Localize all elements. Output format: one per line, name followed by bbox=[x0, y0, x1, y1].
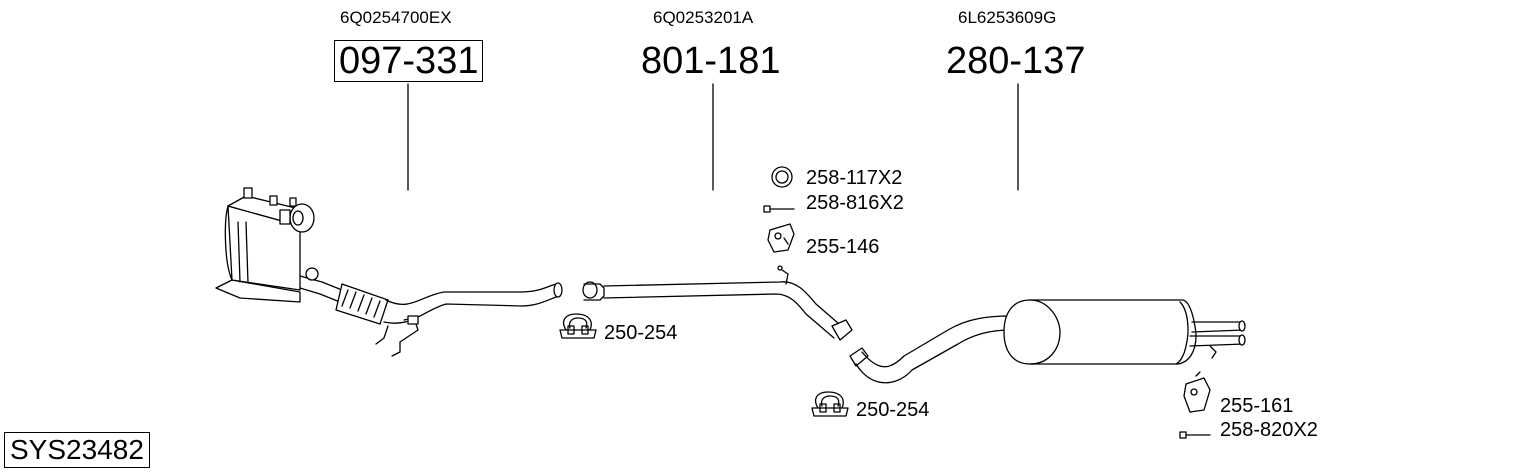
dpf-catalyst-icon bbox=[215, 187, 343, 303]
hanger-2-icon bbox=[1183, 371, 1211, 413]
part-number-middle-pipe[interactable]: 801-181 bbox=[641, 40, 781, 82]
label-hanger-2[interactable]: 255-161 bbox=[1220, 395, 1294, 417]
rear-pipe-icon bbox=[849, 315, 1031, 384]
label-gasket[interactable]: 258-117X2 bbox=[806, 167, 903, 189]
gasket-icon bbox=[771, 166, 793, 188]
hanger-1-icon bbox=[767, 223, 795, 253]
system-code: SYS23482 bbox=[4, 432, 150, 468]
bolt-2-icon bbox=[1179, 431, 1211, 439]
label-clamp-2[interactable]: 250-254 bbox=[856, 399, 930, 421]
flex-pipe-icon bbox=[335, 283, 389, 325]
rear-silencer-icon bbox=[1003, 299, 1246, 365]
oe-number-front: 6Q0254700EX bbox=[340, 8, 452, 27]
front-pipe-icon bbox=[375, 282, 563, 357]
label-hanger-1[interactable]: 255-146 bbox=[806, 236, 880, 258]
label-bolt-1[interactable]: 258-816X2 bbox=[806, 192, 904, 214]
part-number-front-dpf[interactable]: 097-331 bbox=[334, 40, 484, 82]
oe-number-rear: 6L6253609G bbox=[958, 8, 1057, 27]
label-clamp-1[interactable]: 250-254 bbox=[604, 322, 678, 344]
middle-pipe-icon bbox=[582, 265, 853, 341]
clamp-2-icon bbox=[811, 391, 849, 417]
bolt-1-icon bbox=[763, 205, 795, 213]
label-bolt-2[interactable]: 258-820X2 bbox=[1220, 419, 1318, 441]
part-number-rear-silencer[interactable]: 280-137 bbox=[946, 40, 1086, 82]
clamp-1-icon bbox=[559, 313, 597, 339]
oe-number-middle: 6Q0253201A bbox=[653, 8, 754, 27]
